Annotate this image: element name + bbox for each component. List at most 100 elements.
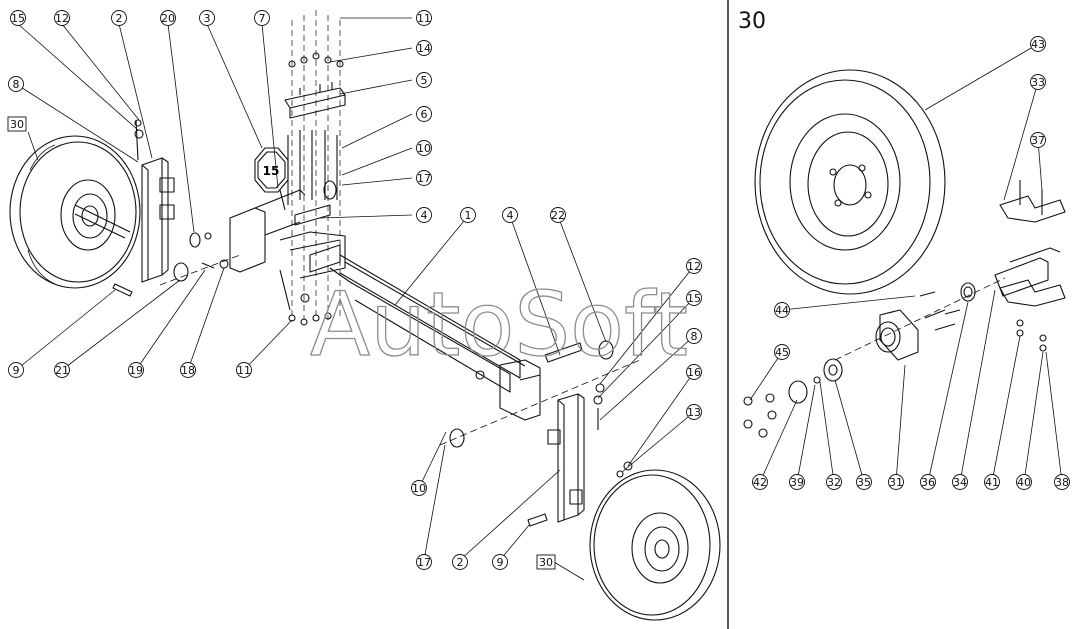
callout-number: 22 bbox=[551, 209, 565, 222]
callout-number: 8 bbox=[13, 78, 20, 91]
callout-number: 15 bbox=[687, 292, 701, 305]
callout-circle bbox=[411, 480, 427, 496]
callout-number: 5 bbox=[421, 74, 428, 87]
callout-number: 43 bbox=[1031, 38, 1045, 51]
callout-circle bbox=[160, 10, 176, 26]
callout-circle bbox=[502, 207, 518, 223]
callout-number: 18 bbox=[181, 364, 195, 377]
plate-text: 15 bbox=[263, 164, 280, 178]
callout-circle bbox=[8, 362, 24, 378]
callout-circle bbox=[416, 106, 432, 122]
callout-number: 13 bbox=[687, 406, 701, 419]
callout-number: 2 bbox=[457, 556, 464, 569]
callout-circle bbox=[789, 474, 805, 490]
callout-circle bbox=[752, 474, 768, 490]
callout-circle bbox=[920, 474, 936, 490]
callout-number: 33 bbox=[1031, 76, 1045, 89]
callout-circle bbox=[460, 207, 476, 223]
callout-number: 16 bbox=[687, 366, 701, 379]
callout-number: 35 bbox=[857, 476, 871, 489]
callout-circle bbox=[416, 140, 432, 156]
boxed-ref-number: 30 bbox=[539, 556, 553, 569]
callout-number: 12 bbox=[55, 12, 69, 25]
callout-number: 42 bbox=[753, 476, 767, 489]
callout-circle bbox=[1030, 132, 1046, 148]
callout-circle bbox=[826, 474, 842, 490]
speed-plate bbox=[254, 147, 289, 211]
callout-circle bbox=[1030, 36, 1046, 52]
callout-circle bbox=[1030, 74, 1046, 90]
callout-circle bbox=[8, 76, 24, 92]
callout-number: 10 bbox=[417, 142, 431, 155]
callout-number: 2 bbox=[116, 12, 123, 25]
callout-circle bbox=[416, 170, 432, 186]
callout-number: 4 bbox=[421, 209, 428, 222]
callout-circle bbox=[254, 10, 270, 26]
leader-lines bbox=[15, 17, 1063, 581]
callout-circle bbox=[10, 10, 26, 26]
callout-number: 38 bbox=[1055, 476, 1069, 489]
callout-number: 44 bbox=[775, 304, 789, 317]
callout-number: 9 bbox=[13, 364, 20, 377]
callout-circle bbox=[686, 364, 702, 380]
callout-circle bbox=[180, 362, 196, 378]
clamp-assembly bbox=[284, 10, 346, 326]
callout-number: 11 bbox=[417, 12, 431, 25]
boxed-ref-frame bbox=[7, 116, 27, 132]
tire-43 bbox=[754, 69, 946, 295]
callout-number: 6 bbox=[421, 108, 428, 121]
callout-number: 14 bbox=[417, 42, 431, 55]
callout-circle bbox=[492, 554, 508, 570]
left-pins bbox=[112, 232, 241, 297]
callout-circle bbox=[686, 404, 702, 420]
callout-number: 11 bbox=[237, 364, 251, 377]
callout-number: 41 bbox=[985, 476, 999, 489]
callout-circle bbox=[888, 474, 904, 490]
right-wheel-bracket bbox=[439, 340, 641, 527]
callout-circle bbox=[856, 474, 872, 490]
callout-number: 31 bbox=[889, 476, 903, 489]
section-label: 30 bbox=[738, 9, 766, 34]
callout-circle bbox=[774, 302, 790, 318]
callout-circle bbox=[686, 258, 702, 274]
boxed-ref-number: 30 bbox=[10, 118, 24, 131]
callout-number: 12 bbox=[687, 260, 701, 273]
callout-number: 45 bbox=[775, 346, 789, 359]
callout-circle bbox=[984, 474, 1000, 490]
callout-circle bbox=[1054, 474, 1070, 490]
right-wheel bbox=[589, 469, 721, 621]
callout-circle bbox=[416, 72, 432, 88]
left-wheel bbox=[9, 135, 141, 289]
callout-number: 8 bbox=[691, 330, 698, 343]
callout-circle bbox=[54, 362, 70, 378]
callout-circle bbox=[416, 40, 432, 56]
callout-number: 20 bbox=[161, 12, 175, 25]
callout-circle bbox=[416, 10, 432, 26]
watermark: AutoSoft bbox=[310, 273, 688, 376]
callout-number: 1 bbox=[465, 209, 472, 222]
callout-circle bbox=[550, 207, 566, 223]
callout-circle bbox=[774, 344, 790, 360]
hub-assembly bbox=[743, 180, 1066, 438]
callout-number: 17 bbox=[417, 556, 431, 569]
callout-circle bbox=[128, 362, 144, 378]
callout-number: 21 bbox=[55, 364, 69, 377]
callout-number: 32 bbox=[827, 476, 841, 489]
callout-circle bbox=[1016, 474, 1032, 490]
callout-number: 4 bbox=[507, 209, 514, 222]
callout-circle bbox=[236, 362, 252, 378]
callout-number: 10 bbox=[412, 482, 426, 495]
callout-number: 9 bbox=[497, 556, 504, 569]
callout-number: 37 bbox=[1031, 134, 1045, 147]
callout-number: 39 bbox=[790, 476, 804, 489]
callout-circle bbox=[686, 290, 702, 306]
callout-circle bbox=[452, 554, 468, 570]
callout-circle bbox=[416, 207, 432, 223]
boxed-ref-frame bbox=[536, 554, 556, 570]
callout-number: 7 bbox=[259, 12, 266, 25]
left-wheel-bracket bbox=[134, 119, 175, 283]
callout-circle bbox=[199, 10, 215, 26]
